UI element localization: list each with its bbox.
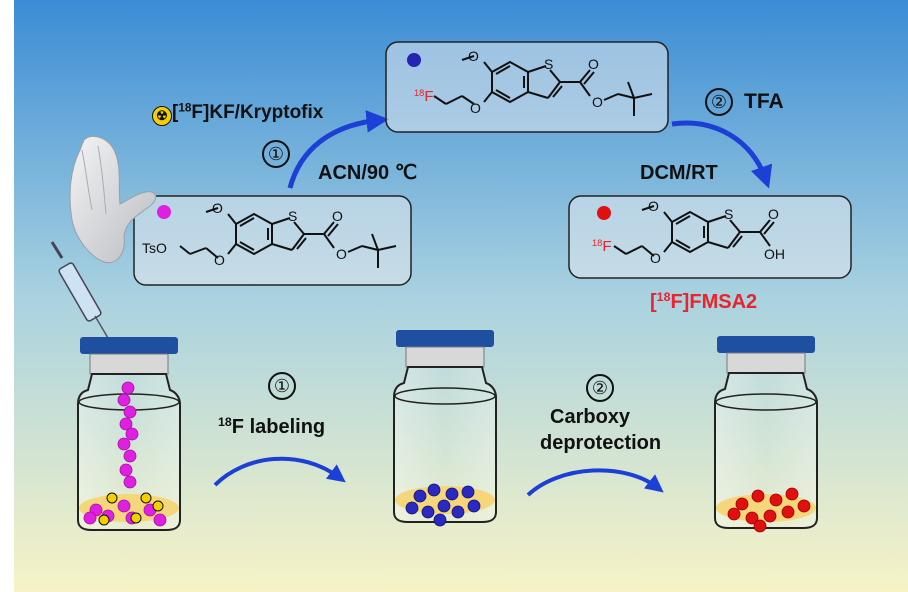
- final-box: [568, 195, 852, 279]
- intermediate-fluorine: 18F: [414, 87, 434, 105]
- precursor-dot: [157, 205, 171, 219]
- final-structure: [597, 205, 775, 257]
- final-o-ether: O: [650, 250, 661, 266]
- step1-conditions: ACN/90 ℃: [318, 162, 418, 184]
- bottom-step2-circle: ②: [586, 374, 614, 402]
- glove-hand-icon: [69, 135, 157, 264]
- bottom-step1-label: 18F labeling: [218, 415, 326, 438]
- intermediate-dot: [407, 53, 421, 67]
- intermediate-structure: [407, 53, 653, 116]
- arrow-step1: [287, 110, 389, 189]
- final-dot: [597, 206, 611, 220]
- step2-reagent: TFA: [744, 90, 784, 113]
- step2-conditions: DCM/RT: [640, 162, 718, 184]
- final-oh: OH: [764, 246, 785, 262]
- bottom-step2-line1: Carboxy: [550, 406, 631, 428]
- final-s: S: [724, 206, 734, 222]
- precursor-o-carbonyl: O: [332, 208, 343, 224]
- radiation-icons: [98, 492, 164, 526]
- arrow-bottom-2: [526, 468, 664, 497]
- vial-3: [714, 336, 818, 529]
- radiation-icon: ☢: [152, 106, 172, 126]
- final-fluorine: 18F: [592, 237, 612, 255]
- vial-2: [393, 330, 497, 523]
- intermediate-o-ester: O: [592, 94, 603, 110]
- product-label: [18F]FMSA2: [650, 290, 758, 313]
- intermediate-o-ether: O: [470, 100, 481, 116]
- red-beads: [727, 487, 811, 533]
- syringe-icon: [50, 241, 109, 339]
- precursor-tso: TsO: [142, 240, 167, 256]
- step1-circle: ①: [262, 140, 290, 168]
- intermediate-o-carbonyl: O: [588, 56, 599, 72]
- precursor-o-ether: O: [214, 252, 225, 268]
- bottom-step1-circle: ①: [268, 372, 296, 400]
- precursor-o-ester: O: [336, 246, 347, 262]
- precursor-o-methoxy: O: [212, 200, 223, 216]
- precursor-s: S: [288, 208, 298, 224]
- intermediate-s: S: [544, 56, 554, 72]
- final-o-methoxy: O: [648, 198, 659, 214]
- reagent-label: ☢[18F]KF/Kryptofix: [152, 102, 323, 126]
- blue-beads: [405, 483, 481, 527]
- precursor-structure: [157, 205, 397, 268]
- bottom-step2-line2: deprotection: [540, 432, 662, 454]
- intermediate-o-methoxy: O: [468, 48, 479, 64]
- arrow-bottom-1: [213, 456, 346, 487]
- arrow-step2: [671, 120, 773, 189]
- step2-circle: ②: [705, 88, 733, 116]
- final-o-carbonyl: O: [768, 206, 779, 222]
